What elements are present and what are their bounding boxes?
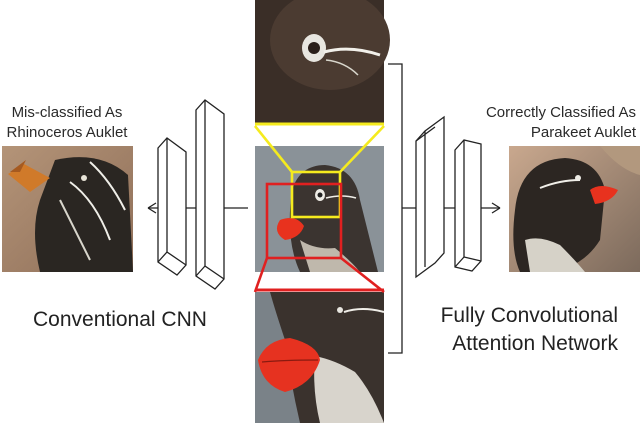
left-caption-line-1: Mis-classified As — [11, 104, 123, 121]
attention-bracket — [388, 63, 403, 354]
center-bird-photo — [255, 146, 384, 272]
parakeet-auklet-photo — [509, 146, 640, 272]
attention-network-label-line-2: Attention Network — [452, 332, 618, 355]
conventional-cnn-layers — [147, 99, 248, 290]
conventional-cnn-label: Conventional CNN — [33, 308, 207, 331]
attention-network-label-line-1: Fully Convolutional — [440, 304, 618, 327]
zoomed-bill-crop — [255, 292, 385, 423]
left-caption-line-2: Rhinoceros Auklet — [6, 124, 128, 141]
right-caption-line-2: Parakeet Auklet — [530, 124, 636, 141]
zoomed-eye-crop — [255, 0, 390, 124]
right-caption-line-1: Correctly Classified As — [485, 104, 636, 121]
red-zoom-indicator — [253, 182, 385, 294]
yellow-zoom-indicator — [253, 122, 385, 219]
attention-network-layers — [402, 115, 501, 279]
rhinoceros-auklet-photo — [2, 146, 133, 272]
